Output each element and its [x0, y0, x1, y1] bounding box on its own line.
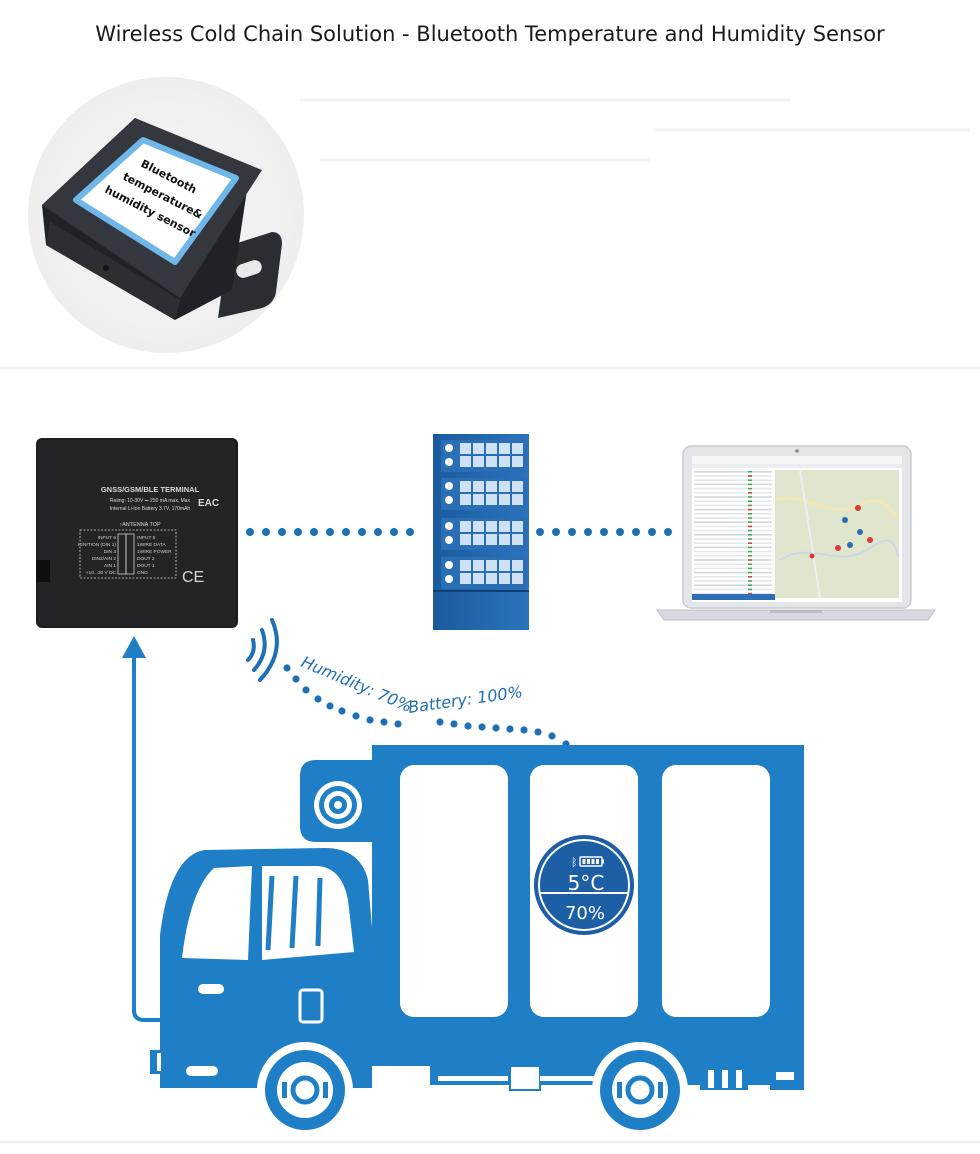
laptop-map [775, 470, 899, 598]
terminal-pin-label-left: IGNITION (DIN 1) [78, 542, 117, 548]
bottom-divider [0, 1141, 980, 1143]
page-title: Wireless Cold Chain Solution - Bluetooth… [95, 22, 885, 46]
terminal-ce-mark: CE [182, 569, 204, 586]
terminal-pin-label-left: DIN 3 [104, 549, 117, 555]
laptop [656, 445, 936, 621]
terminal-antenna: ↑ANTENNA TOP [119, 522, 161, 528]
terminal-pin-label-left: AIN 1 [104, 563, 116, 569]
rear-wheel [592, 1042, 688, 1138]
terminal-pin-label-right: DOUT 2 [137, 556, 155, 562]
terminal-pin-label-right: 1WIRE DATA [137, 542, 166, 548]
faint-lines [0, 98, 980, 370]
wireless-waves-icon [246, 618, 279, 682]
terminal-pin-label-right: 1WIRE POWER [137, 549, 172, 555]
terminal-pin-box [79, 529, 177, 579]
terminal-pin-label-right: GND [137, 570, 148, 576]
front-wheel [257, 1042, 353, 1138]
gnss-terminal: GNSS/GSM/BLE TERMINAL Rating: 10-30V ⎓ 2… [36, 438, 238, 628]
bluetooth-icon: ᛒ [571, 856, 578, 869]
refrigerated-truck [150, 745, 804, 1138]
badge-humidity: 70% [565, 903, 605, 924]
terminal-title: GNSS/GSM/BLE TERMINAL [101, 485, 200, 494]
server-rack [433, 434, 529, 630]
terminal-pin-label-left: +10...30 V DC [86, 570, 117, 576]
sensor-label [73, 137, 239, 265]
sensor-device: Bluetooth temperature& humidity sensor [28, 77, 304, 353]
badge-temperature: 5°C [568, 871, 605, 895]
terminal-pin-label-right: DOUT 1 [137, 563, 155, 569]
network-link-dots [246, 528, 672, 536]
terminal-battery: Internal Li-Ion Battery 3.7V, 170mAh [110, 506, 191, 512]
terminal-eac-mark: EAC [198, 498, 219, 509]
terminal-rating: Rating: 10-30V ⎓ 250 mA max, Max [110, 498, 191, 504]
sensor-badge: ᛒ 5°C 70% [534, 835, 634, 935]
humidity-reading: Humidity: 70% [298, 652, 415, 716]
terminal-pin-label-right: INPUT 5 [137, 535, 156, 541]
terminal-pin-label-left: DIN2/AIN 2 [92, 556, 117, 562]
battery-reading: Battery: 100% [407, 682, 524, 717]
terminal-pin-label-left: INPUT 6 [98, 535, 117, 541]
